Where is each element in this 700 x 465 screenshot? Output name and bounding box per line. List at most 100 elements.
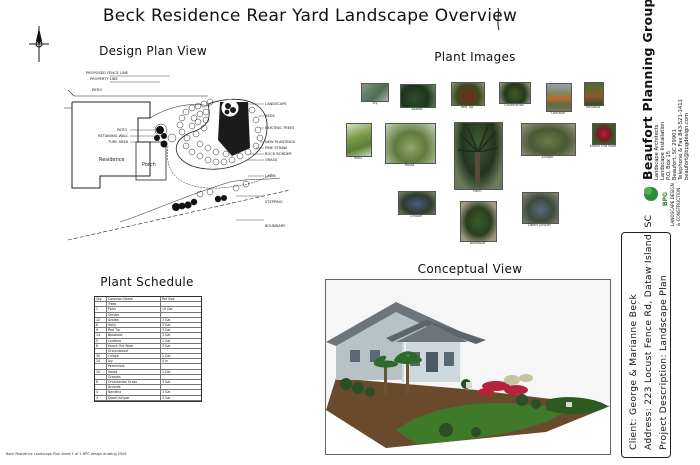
table-cell: 3 Gal — [162, 380, 171, 384]
footer-text: Beck Residence Landscape Plan sheet 1 of… — [6, 452, 127, 456]
table-cell — [161, 364, 201, 368]
conceptual-view-render — [325, 279, 611, 455]
table-cell: 30 — [95, 354, 107, 359]
table-cell: 5 — [95, 338, 107, 343]
table-cell: 3 — [95, 395, 107, 400]
plan-label-boundary: BOUNDARY — [265, 224, 286, 228]
table-row: Groundcover — [95, 348, 201, 355]
table-cell: 1 Gal — [162, 369, 171, 374]
plant-caption: Dwarf Juniper — [528, 223, 551, 227]
plant-photo-holly — [346, 123, 372, 157]
plant-photo-juniper — [521, 123, 576, 156]
table-cell: 15 Gal — [162, 307, 173, 312]
conceptual-render-drawing — [326, 280, 610, 454]
firm-logo-text: BPG — [662, 192, 669, 206]
palm-fronds-icon — [457, 125, 499, 182]
page-title: Beck Residence Rear Yard Landscape Overv… — [102, 6, 518, 26]
plan-label-grass: GRASS — [265, 158, 278, 162]
table-cell: 3 Gal — [162, 343, 171, 348]
table-cell: 6 — [95, 380, 107, 385]
table-cell: Trees — [107, 302, 161, 307]
table-row: Perennials — [95, 364, 201, 370]
table-cell: 3 Gal — [162, 390, 171, 395]
table-cell: Perennials — [107, 364, 161, 369]
table-cell: Boxwood — [107, 333, 161, 338]
table-cell — [161, 302, 201, 306]
table-cell: Knock Out Rose — [107, 343, 161, 348]
plant-caption: Ivy — [372, 101, 378, 105]
plant-caption: Ornamental — [503, 103, 525, 107]
table-cell: 4 in — [162, 359, 168, 364]
plant-photo-knock-out-rose — [592, 123, 616, 145]
plant-photo-nandina — [584, 82, 604, 106]
table-cell: Liriope — [107, 354, 161, 359]
title-flourish — [497, 7, 500, 31]
table-cell: 6 — [95, 322, 107, 328]
firm-logo-sub-2: & CONSTRUCTION — [676, 187, 681, 226]
table-cell — [161, 375, 201, 379]
table-cell: 3 Gal — [162, 317, 171, 322]
table-cell: Shrubs — [107, 312, 161, 317]
plan-label-plantings: NEW PLANTINGS — [265, 140, 296, 144]
table-cell: 8 — [95, 343, 107, 348]
plant-photo-liriope — [398, 191, 436, 215]
table-cell — [95, 374, 107, 379]
table-cell: 1 — [95, 307, 107, 312]
client-project: Project Description: Landscape Plan — [658, 274, 669, 450]
plan-label-pinestraw: PINE STRAW — [265, 146, 287, 150]
table-cell: 24 — [95, 359, 107, 364]
north-arrow-icon — [29, 26, 49, 62]
firm-logo-sub-1: LANDSCAPE DESIGN — [670, 183, 675, 226]
plant-images-title: Plant Images — [434, 50, 516, 64]
conceptual-view-title: Conceptual View — [417, 262, 523, 276]
table-cell: 9 — [95, 328, 107, 333]
table-cell: Lantana — [107, 338, 161, 343]
table-cell: Palm — [107, 307, 161, 312]
table-cell — [95, 364, 107, 369]
plan-label-beds: BEDS — [265, 114, 275, 118]
plan-label-porch: Porch — [142, 162, 156, 168]
design-plan-drawing — [64, 75, 291, 241]
table-header: Qty Common Name Pot Size — [95, 297, 201, 303]
plant-caption: Lantana — [551, 111, 565, 115]
table-cell: 3 Gal — [162, 333, 171, 338]
client-address: Address: 223 Locust Fence Rd, Dataw Isla… — [643, 214, 654, 450]
table-cell — [95, 302, 107, 307]
plant-caption: Boxwood — [469, 241, 486, 245]
table-cell: Nandina — [107, 390, 161, 395]
table-cell — [95, 312, 107, 317]
table-cell: 1 Gal — [162, 338, 171, 343]
table-cell: 14 — [95, 333, 107, 338]
plan-label-residence: Residence — [99, 157, 125, 163]
table-cell: Dwarf Juniper — [107, 395, 161, 400]
table-cell — [95, 385, 107, 390]
plan-label-stepping: STEPPING — [265, 200, 283, 204]
table-row: Trees — [95, 302, 201, 308]
client-name: Client: George & Marianne Beck — [628, 293, 639, 450]
table-cell: 12 — [95, 317, 107, 322]
table-row: Shrubs — [95, 312, 201, 318]
table-row: Accents — [95, 385, 201, 391]
plant-caption: Juniper — [541, 155, 554, 159]
plan-label-turf: TURF AREA — [108, 140, 129, 144]
plant-photo-azalea — [400, 84, 436, 108]
design-plan-title: Design Plan View — [99, 44, 207, 58]
plant-caption: Knock Out Rose — [589, 144, 617, 148]
client-info-box — [621, 232, 671, 458]
plant-schedule-title: Plant Schedule — [100, 275, 194, 289]
table-cell — [161, 385, 201, 389]
plant-caption: Palm — [473, 189, 482, 193]
plant-caption: Red Tip — [460, 105, 474, 109]
plan-label-fence: PROPOSED FENCE LINE — [86, 71, 128, 75]
